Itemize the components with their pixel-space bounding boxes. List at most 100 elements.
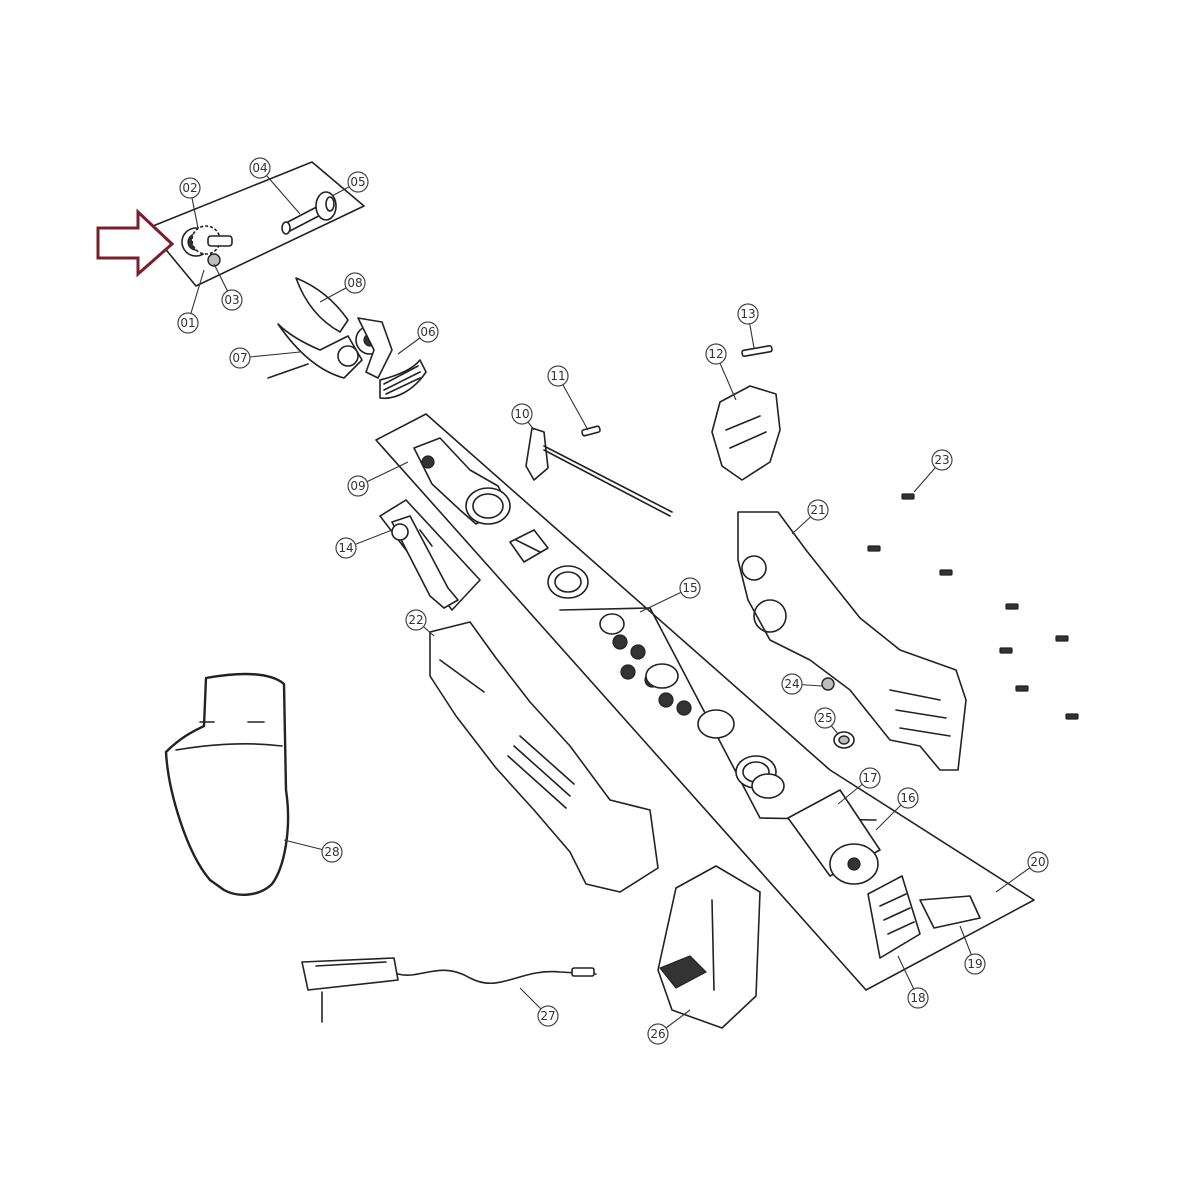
callout-09: 09 xyxy=(347,461,409,497)
part-charger xyxy=(301,957,597,1023)
callout-24: 24 xyxy=(781,673,823,695)
callout-circle xyxy=(405,609,427,631)
callout-circle xyxy=(907,987,929,1009)
callout-circle xyxy=(897,787,919,809)
group-outline-gear-set xyxy=(147,161,365,287)
callout-label: 25 xyxy=(817,711,832,725)
callout-16: 16 xyxy=(875,787,919,831)
part-battery xyxy=(657,865,761,1029)
callout-label: 17 xyxy=(862,771,877,785)
callout-label: 13 xyxy=(740,307,755,321)
callout-label: 06 xyxy=(420,325,435,339)
callout-circle xyxy=(347,171,369,193)
callout-label: 26 xyxy=(650,1027,665,1041)
callout-circle xyxy=(344,272,366,294)
callout-01: 01 xyxy=(177,269,205,334)
callout-17: 17 xyxy=(837,767,881,805)
group-outline-main-column xyxy=(375,413,1035,991)
callout-layer: 01 02 03 04 05 06 07 08 09 10 11 12 13 14 15 16 17 18 19 20… xyxy=(177,157,1049,1045)
callout-circle xyxy=(964,953,986,975)
callout-21: 21 xyxy=(791,499,829,535)
callout-circle xyxy=(221,289,243,311)
callout-label: 14 xyxy=(338,541,353,555)
callout-06: 06 xyxy=(397,321,439,355)
callout-label: 04 xyxy=(252,161,267,175)
part-lever-rod xyxy=(525,425,673,517)
callout-circle xyxy=(859,767,881,789)
highlight-arrow-icon xyxy=(96,208,175,278)
callout-07: 07 xyxy=(229,347,301,369)
part-axle xyxy=(281,191,337,235)
part-housing-right xyxy=(737,511,967,771)
part-motor xyxy=(787,789,881,885)
callout-circle xyxy=(249,157,271,179)
callout-label: 12 xyxy=(708,347,723,361)
part-gear xyxy=(181,225,233,267)
callout-circle xyxy=(647,1023,669,1045)
callout-15: 15 xyxy=(639,577,701,613)
part-top-cover xyxy=(711,344,781,481)
callout-label: 08 xyxy=(347,276,362,290)
callout-circle xyxy=(679,577,701,599)
part-nut-knob xyxy=(821,677,855,749)
callout-circle xyxy=(705,343,727,365)
callout-label: 15 xyxy=(682,581,697,595)
callout-circle xyxy=(537,1005,559,1027)
callout-10: 10 xyxy=(511,403,535,431)
callout-label: 28 xyxy=(324,845,339,859)
callout-circle xyxy=(511,403,533,425)
callout-circle xyxy=(814,707,836,729)
callout-circle xyxy=(347,475,369,497)
callout-circle xyxy=(335,537,357,559)
callout-label: 22 xyxy=(408,613,423,627)
callout-08: 08 xyxy=(319,272,366,303)
part-gearbox-internals xyxy=(509,529,785,799)
callout-19: 19 xyxy=(959,925,986,975)
callout-28: 28 xyxy=(283,839,343,863)
callout-label: 02 xyxy=(182,181,197,195)
callout-circle xyxy=(177,312,199,334)
callout-label: 10 xyxy=(514,407,529,421)
callout-circle xyxy=(417,321,439,343)
callout-03: 03 xyxy=(213,263,243,311)
callout-25: 25 xyxy=(814,707,839,735)
callout-circle xyxy=(737,303,759,325)
callout-label: 19 xyxy=(967,957,982,971)
callout-18: 18 xyxy=(897,955,929,1009)
callout-27: 27 xyxy=(519,987,559,1027)
callout-label: 11 xyxy=(550,369,565,383)
callout-label: 21 xyxy=(810,503,825,517)
callout-04: 04 xyxy=(249,157,301,215)
callout-label: 27 xyxy=(540,1009,555,1023)
callout-label: 23 xyxy=(934,453,949,467)
callout-14: 14 xyxy=(335,529,393,559)
callout-circle xyxy=(321,841,343,863)
part-holster xyxy=(164,672,290,896)
part-housing-left xyxy=(429,621,659,893)
callout-12: 12 xyxy=(705,343,737,401)
part-screws xyxy=(867,493,1079,720)
callout-11: 11 xyxy=(547,365,589,431)
callout-circle xyxy=(229,347,251,369)
callout-circle xyxy=(547,365,569,387)
callout-label: 07 xyxy=(232,351,247,365)
callout-label: 16 xyxy=(900,791,915,805)
callout-22: 22 xyxy=(405,609,435,637)
callout-circle xyxy=(1027,851,1049,873)
part-trigger xyxy=(391,515,459,609)
callout-label: 01 xyxy=(180,316,195,330)
callout-label: 18 xyxy=(910,991,925,1005)
part-blade-assembly xyxy=(267,277,427,399)
callout-circle xyxy=(179,177,201,199)
callout-05: 05 xyxy=(331,171,369,197)
callout-label: 03 xyxy=(224,293,239,307)
callout-circle xyxy=(931,449,953,471)
callout-label: 20 xyxy=(1030,855,1045,869)
callout-02: 02 xyxy=(179,177,201,229)
part-gear-housing xyxy=(413,437,511,525)
callout-13: 13 xyxy=(737,303,759,349)
callout-circle xyxy=(781,673,803,695)
callout-23: 23 xyxy=(913,449,953,493)
